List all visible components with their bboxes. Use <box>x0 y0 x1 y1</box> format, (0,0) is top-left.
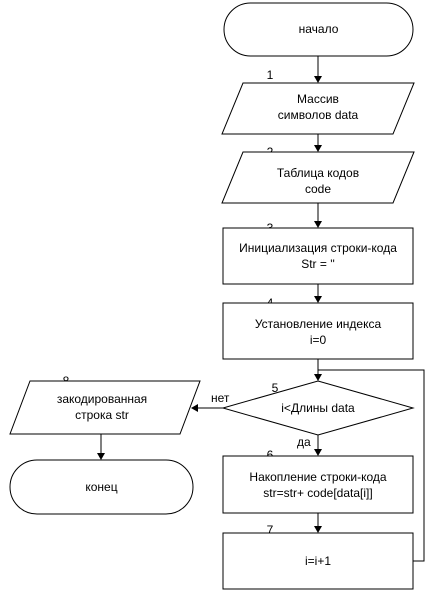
block-8-line-2: строка str <box>75 408 129 422</box>
block-2-input <box>221 151 415 204</box>
end-label: конец <box>85 480 117 494</box>
block-1-line-2: символов data <box>278 108 359 122</box>
arrowhead-merge-5 <box>314 374 322 381</box>
block-6-number: 6 <box>267 448 274 462</box>
arrowhead-5-8 <box>191 404 198 412</box>
block-6-line-2: str=str+ code[data[i]] <box>263 486 372 500</box>
arrowhead-2-3 <box>314 221 322 228</box>
end-terminator <box>9 459 194 515</box>
block-2-line-1: Таблица кодов <box>277 166 359 180</box>
start-label: начало <box>299 22 339 36</box>
block-8-output <box>9 380 201 435</box>
block-7-number: 7 <box>267 523 274 537</box>
branch-yes-label: да <box>297 435 311 449</box>
block-7-line-1: i=i+1 <box>305 554 331 568</box>
block-3-process <box>222 227 414 285</box>
block-3-line-1: Инициализация строки-кода <box>239 241 397 255</box>
block-7-process <box>222 532 414 590</box>
arrowhead-5-6 <box>314 449 322 456</box>
block-2-line-2: code <box>305 182 331 196</box>
arrowhead-6-7 <box>314 526 322 533</box>
block-8-line-1: закодированная <box>57 392 147 406</box>
arrowhead-start-1 <box>314 76 322 83</box>
block-1-number: 1 <box>267 68 274 82</box>
connector-loop-back <box>318 369 425 562</box>
block-3-line-2: Str = '' <box>301 257 335 271</box>
block-4-line-2: i=0 <box>310 333 327 347</box>
block-6-process <box>222 455 414 514</box>
branch-no-label: нет <box>211 391 230 405</box>
block-6-line-1: Накопление строки-кода <box>249 470 387 484</box>
arrowhead-8-end <box>97 453 105 460</box>
arrowhead-1-2 <box>314 145 322 152</box>
block-1-line-1: Массив <box>297 92 339 106</box>
arrowhead-3-4 <box>314 296 322 303</box>
block-1-input <box>221 82 415 135</box>
block-5-line-1: i<Длины data <box>281 401 355 415</box>
block-4-process <box>222 302 414 360</box>
block-4-line-1: Установление индекса <box>255 317 382 331</box>
block-5-number: 5 <box>272 381 279 395</box>
